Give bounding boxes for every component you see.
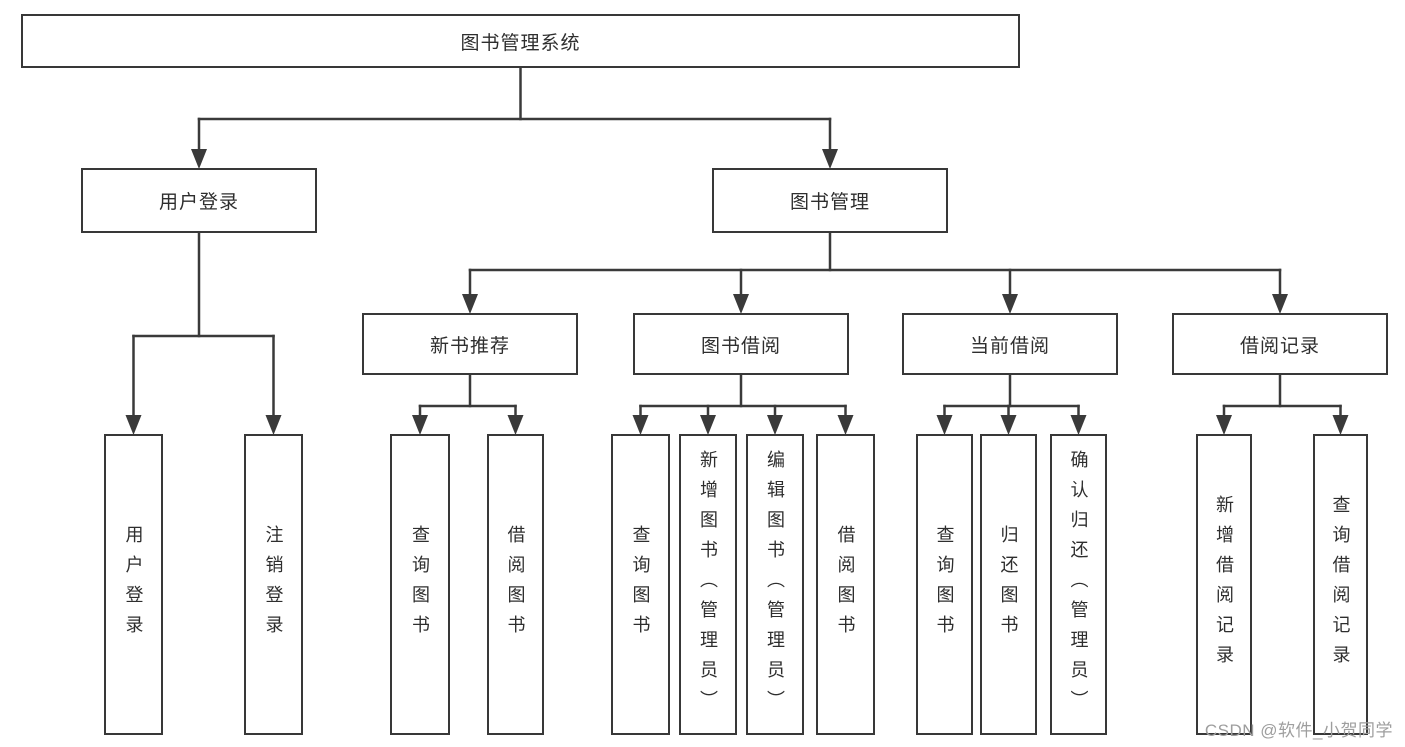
node-user-login-label: 用户登录 (158, 192, 239, 213)
node-new-book-recommend: 新书推荐 (362, 313, 578, 375)
leaf-search-borrow-record: 查询借阅记录 (1313, 434, 1368, 735)
leaf-current-search-book: 查询图书 (916, 434, 973, 735)
node-library-system-label: 图书管理系统 (460, 32, 581, 54)
leaf-return-book: 归还图书 (980, 434, 1037, 735)
leaf-logout-label: 注销登录 (263, 524, 284, 645)
leaf-current-search-book-label: 查询图书 (934, 524, 955, 645)
node-new-book-recommend-label: 新书推荐 (429, 335, 510, 357)
node-book-management: 图书管理 (712, 168, 948, 233)
leaf-add-book-admin-label: 新增图书（管理员） (698, 449, 718, 720)
leaf-recommend-search-book-label: 查询图书 (410, 524, 430, 645)
node-book-borrow-label: 图书借阅 (700, 335, 781, 357)
leaf-user-login: 用户登录 (104, 434, 163, 735)
leaf-confirm-return-admin: 确认归还（管理员） (1050, 434, 1107, 735)
node-book-management-label: 图书管理 (789, 192, 870, 213)
leaf-confirm-return-admin-label: 确认归还（管理员） (1068, 449, 1089, 720)
leaf-recommend-borrow-book: 借阅图书 (487, 434, 544, 735)
leaf-user-login-label: 用户登录 (123, 524, 144, 645)
leaf-return-book-label: 归还图书 (998, 524, 1019, 645)
node-borrow-records: 借阅记录 (1172, 313, 1388, 375)
node-current-borrow-label: 当前借阅 (969, 335, 1050, 357)
csdn-watermark: CSDN @软件_小贺同学 (1204, 721, 1393, 740)
node-user-login: 用户登录 (81, 168, 317, 233)
leaf-edit-book-admin-label: 编辑图书（管理员） (765, 449, 785, 720)
leaf-add-book-admin: 新增图书（管理员） (679, 434, 737, 735)
leaf-recommend-borrow-book-label: 借阅图书 (505, 524, 526, 645)
leaf-add-borrow-record: 新增借阅记录 (1196, 434, 1252, 735)
leaf-borrow-search-book: 查询图书 (611, 434, 670, 735)
leaf-search-borrow-record-label: 查询借阅记录 (1330, 494, 1351, 675)
leaf-logout: 注销登录 (244, 434, 303, 735)
leaf-edit-book-admin: 编辑图书（管理员） (746, 434, 804, 735)
leaf-add-borrow-record-label: 新增借阅记录 (1214, 494, 1234, 675)
node-borrow-records-label: 借阅记录 (1239, 335, 1320, 357)
node-library-system: 图书管理系统 (21, 14, 1020, 68)
leaf-borrow-search-book-label: 查询图书 (630, 524, 651, 645)
node-book-borrow: 图书借阅 (633, 313, 849, 375)
leaf-borrow-book: 借阅图书 (816, 434, 875, 735)
leaf-recommend-search-book: 查询图书 (390, 434, 450, 735)
leaf-borrow-book-label: 借阅图书 (835, 524, 856, 645)
node-current-borrow: 当前借阅 (902, 313, 1118, 375)
